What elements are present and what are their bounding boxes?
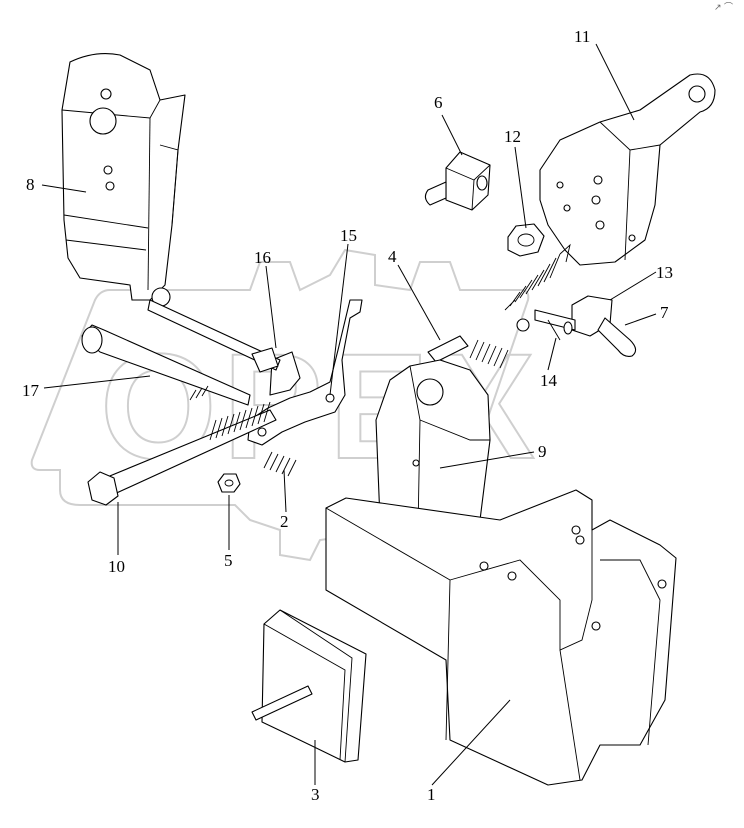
part-4-pin [427, 335, 509, 369]
label-3: 3 [311, 785, 320, 804]
part-10-bolt [87, 385, 277, 506]
part-6-block [424, 151, 491, 211]
part-7-pin [534, 295, 637, 357]
label-14: 14 [540, 371, 558, 390]
label-10: 10 [108, 557, 125, 576]
part-1-shoe [325, 489, 677, 786]
part-16-link [251, 347, 279, 373]
label-15: 15 [340, 226, 357, 245]
part-3-pad [251, 609, 367, 763]
part-17-bolt [81, 299, 281, 406]
label-1: 1 [427, 785, 436, 804]
label-4: 4 [388, 247, 397, 266]
label-12: 12 [504, 127, 521, 146]
label-6: 6 [434, 93, 443, 112]
label-11: 11 [574, 27, 590, 46]
part-5-nut [217, 473, 241, 493]
part-13-torsion-spring [504, 243, 571, 332]
label-16: 16 [254, 248, 271, 267]
leader-lines [41, 43, 657, 786]
label-9: 9 [538, 442, 547, 461]
label-7: 7 [660, 303, 669, 322]
corner-mark: ↗ ⌒ [714, 2, 733, 12]
label-13: 13 [656, 263, 673, 282]
part-2-spring [263, 451, 297, 477]
label-17: 17 [22, 381, 40, 400]
part-12-nut [507, 223, 545, 257]
part-8-bracket [61, 53, 186, 307]
part-11-lever [539, 73, 716, 266]
label-2: 2 [280, 512, 289, 531]
part-14-pin [547, 319, 561, 341]
label-8: 8 [26, 175, 35, 194]
part-labels: 1 2 3 4 5 6 7 8 9 10 11 12 13 14 15 16 1… [22, 27, 673, 804]
label-5: 5 [224, 551, 233, 570]
